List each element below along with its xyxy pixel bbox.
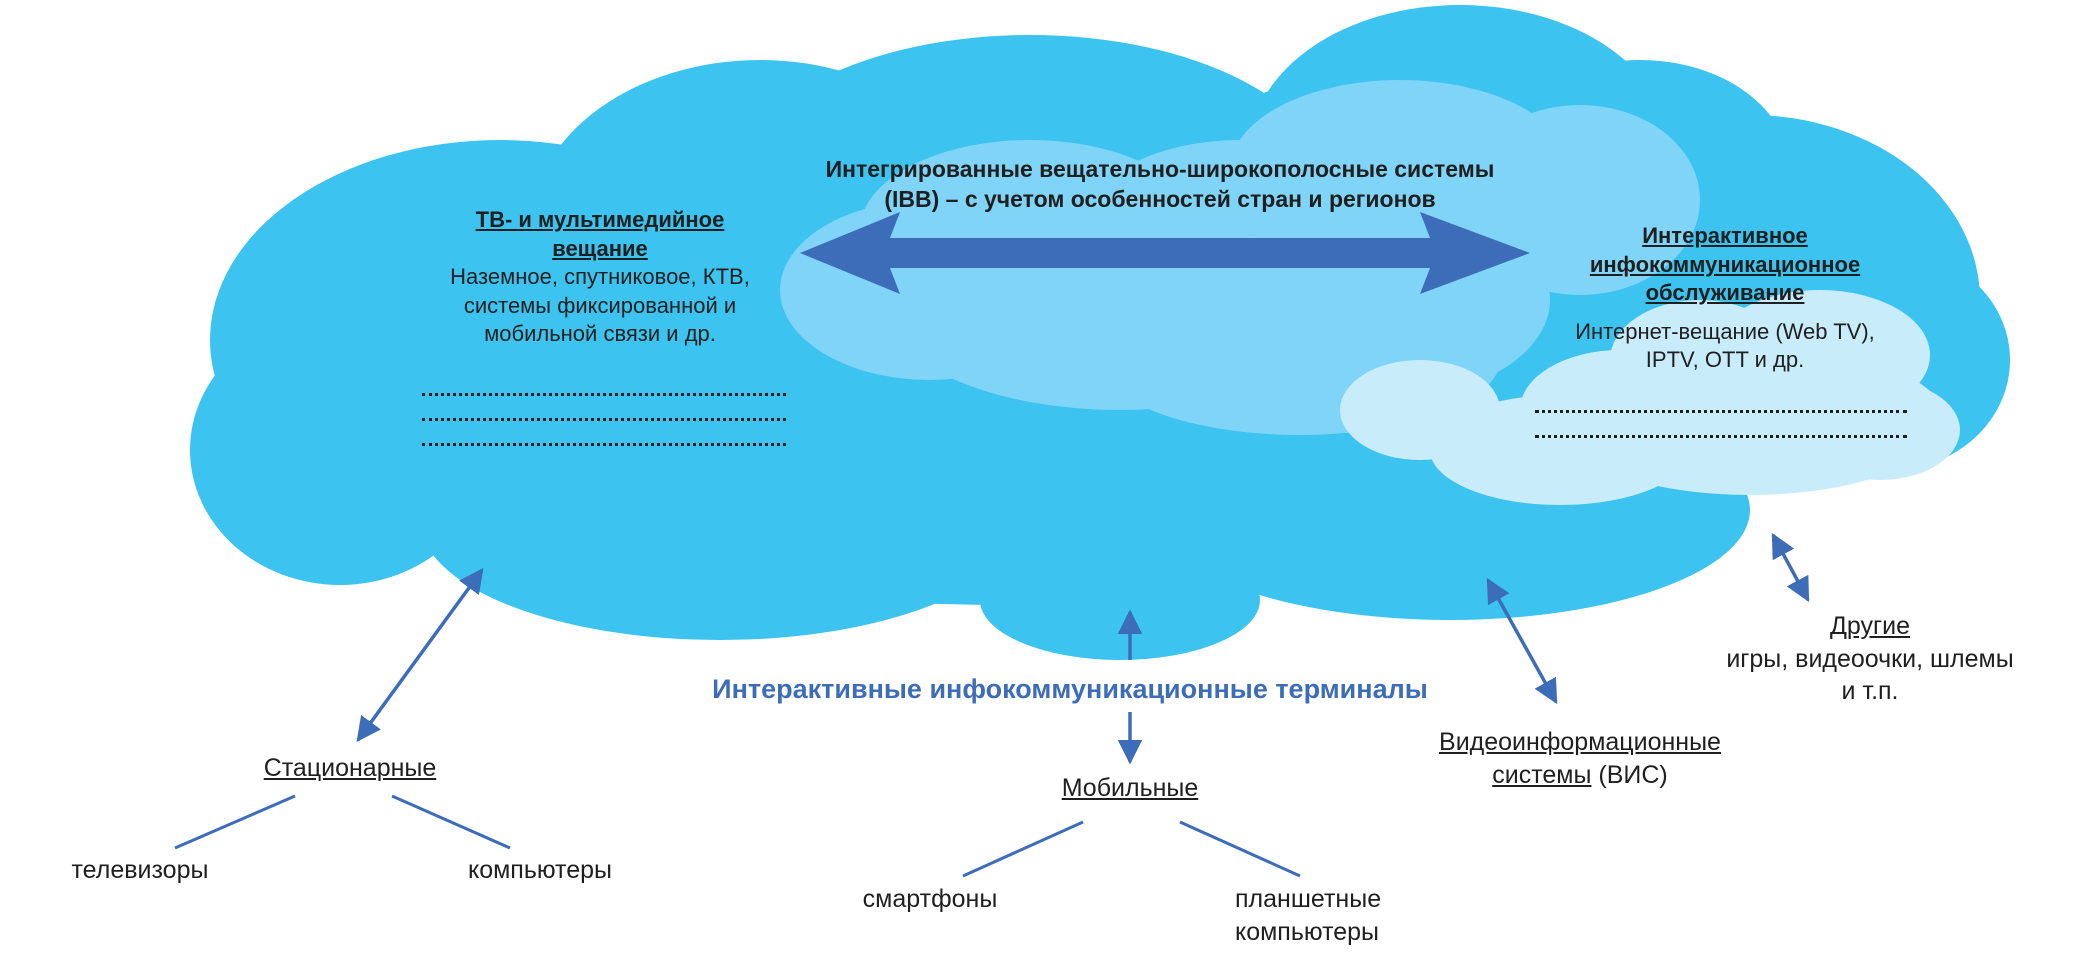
vis-title-line1: Видеоинформационные [1439, 728, 1721, 756]
mobile-title: Мобильные [1061, 774, 1199, 802]
other-desc-line2: и т.п. [1841, 677, 1899, 705]
tv-desc-line2: системы фиксированной и [463, 292, 737, 318]
ibb-double-arrow [800, 212, 1530, 294]
interactive-desc-line2: IPTV, OTT и др. [1645, 347, 1805, 373]
mobile-item-tablet: планшетные компьютеры [1235, 883, 1455, 948]
vis-title-line2: системы [1492, 760, 1592, 789]
tv-desc-line1: Наземное, спутниковое, КТВ, [450, 264, 750, 290]
stationary-title: Стационарные [263, 754, 437, 782]
terminals-title: Интерактивные инфокоммуникационные терми… [712, 674, 1428, 704]
arrow-other [1771, 532, 1810, 603]
interactive-title-line3: обслуживание [1645, 280, 1805, 306]
ibb-title-line1: Интегрированные вещательно-широкополосны… [825, 156, 1495, 182]
branch-stationary-pc [391, 794, 511, 850]
interactive-dotted-line-2 [1535, 435, 1907, 438]
interactive-service-block: Интерактивное инфокоммуникационное обслу… [1520, 222, 1930, 375]
interactive-dotted-line-1 [1535, 410, 1907, 413]
ibb-title: Интегрированные вещательно-широкополосны… [760, 155, 1560, 215]
arrow-stationary [356, 568, 484, 742]
mobile-item-smartphone: смартфоны [862, 885, 998, 913]
other-title: Другие [1829, 612, 1911, 640]
interactive-desc-line1: Интернет-вещание (Web TV), [1575, 318, 1875, 344]
ibb-title-line2: (IBB) – с учетом особенностей стран и ре… [884, 185, 1436, 212]
interactive-cloud [1340, 290, 1960, 505]
stationary-item-pc: компьютеры [467, 856, 613, 884]
mobile-item-tablet-line1: планшетные [1235, 885, 1382, 913]
other-block: Другие игры, видеоочки, шлемы и т.п. [1680, 610, 2060, 708]
tv-dotted-line-2 [422, 418, 786, 421]
tv-desc-line3: мобильной связи и др. [484, 321, 716, 347]
stationary-item-tv: телевизоры [71, 856, 209, 884]
branch-stationary-tv [174, 794, 296, 850]
tv-dotted-line-1 [422, 393, 786, 396]
vis-title-line2-wrap: системы (ВИС) [1380, 759, 1780, 792]
arrow-vis [1486, 577, 1558, 705]
tv-dotted-line-3 [422, 443, 786, 446]
branch-mobile-tablet [1179, 820, 1301, 878]
other-desc-line1: игры, видеоочки, шлемы [1726, 644, 2014, 673]
tv-title-line1: ТВ- и мультимедийное [475, 207, 725, 232]
mobile-item-tablet-line2: компьютеры [1235, 917, 1380, 946]
interactive-title-line2: инфокоммуникационное [1589, 251, 1861, 277]
interactive-title-line1: Интерактивное [1642, 223, 1808, 248]
branch-mobile-phone [962, 820, 1084, 878]
vis-block: Видеоинформационные системы (ВИС) [1380, 726, 1780, 791]
vis-abbr: (ВИС) [1598, 760, 1668, 789]
tv-broadcast-block: ТВ- и мультимедийное вещание Наземное, с… [400, 206, 800, 349]
tv-title-line2: вещание [552, 235, 648, 261]
